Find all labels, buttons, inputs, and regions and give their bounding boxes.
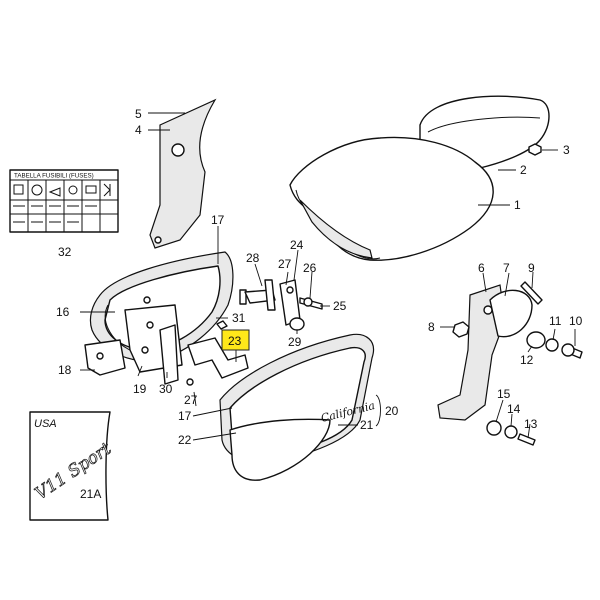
small-screws bbox=[143, 289, 247, 386]
callout-5: 5 bbox=[135, 107, 142, 121]
pin-9 bbox=[520, 281, 543, 305]
main-seat bbox=[289, 136, 494, 261]
right-side-cover-assembly: California bbox=[219, 333, 376, 481]
callout-25: 25 bbox=[333, 299, 347, 313]
fuse-table-title: TABELLA FUSIBILI (FUSES) bbox=[14, 173, 94, 180]
dashboard-icon bbox=[85, 185, 97, 194]
callout-numbers: 5 4 1 2 3 32 17 16 18 19 30 31 27 28 27 … bbox=[56, 107, 583, 501]
screw-25 bbox=[299, 297, 323, 310]
callout-11: 11 bbox=[549, 314, 562, 328]
callout-8: 8 bbox=[428, 320, 435, 334]
callout-17-lower: 17 bbox=[178, 409, 192, 423]
fuse-table-label: TABELLA FUSIBILI (FUSES) bbox=[9, 169, 119, 233]
callout-24: 24 bbox=[290, 238, 304, 252]
callout-15: 15 bbox=[497, 387, 511, 401]
callout-30: 30 bbox=[159, 382, 173, 396]
callout-16: 16 bbox=[56, 305, 70, 319]
callout-23: 23 bbox=[228, 334, 242, 348]
callout-27-upper: 27 bbox=[278, 257, 292, 271]
callout-1: 1 bbox=[514, 198, 521, 212]
callout-9: 9 bbox=[528, 261, 535, 275]
callout-10: 10 bbox=[569, 314, 583, 328]
callout-32: 32 bbox=[58, 245, 72, 259]
bracket-30 bbox=[159, 324, 179, 385]
battery-icon bbox=[13, 184, 24, 195]
leader-lines bbox=[80, 112, 576, 441]
callout-31: 31 bbox=[232, 311, 246, 325]
callout-14: 14 bbox=[507, 402, 521, 416]
callout-28: 28 bbox=[246, 251, 260, 265]
callout-19: 19 bbox=[133, 382, 147, 396]
callout-20: 20 bbox=[385, 404, 399, 418]
callout-12: 12 bbox=[520, 353, 534, 367]
bracket-23 bbox=[187, 337, 249, 379]
callout-3: 3 bbox=[563, 143, 570, 157]
callout-27-lower: 27 bbox=[184, 393, 198, 407]
ignition-icon bbox=[103, 183, 111, 197]
callout-7: 7 bbox=[503, 261, 510, 275]
callout-17-upper: 17 bbox=[211, 213, 225, 227]
usa-badge-panel: USA V11 Sport bbox=[29, 411, 115, 521]
callout-21A: 21A bbox=[80, 487, 101, 501]
highlight-box-23 bbox=[221, 329, 250, 351]
callout-21: 21 bbox=[360, 418, 374, 432]
bracket-28 bbox=[244, 279, 276, 311]
light-icon bbox=[68, 185, 78, 195]
usa-panel-frame bbox=[29, 411, 111, 521]
heel-guard-7 bbox=[489, 289, 533, 338]
nut-8 bbox=[452, 321, 470, 338]
grommet-29 bbox=[289, 317, 305, 331]
callout-29: 29 bbox=[288, 335, 302, 349]
callout-18: 18 bbox=[58, 363, 72, 377]
bolt-10 bbox=[561, 343, 583, 359]
side-cover-bracket-18 bbox=[84, 339, 126, 376]
callout-22: 22 bbox=[178, 433, 192, 447]
callout-4: 4 bbox=[135, 123, 142, 137]
callout-2: 2 bbox=[520, 163, 527, 177]
horn-icon bbox=[48, 187, 61, 197]
seat-screw-3 bbox=[528, 143, 542, 156]
frame-side-cover-upper bbox=[149, 98, 217, 249]
usa-label: USA bbox=[34, 418, 57, 430]
callout-13: 13 bbox=[524, 417, 538, 431]
callout-26: 26 bbox=[303, 261, 317, 275]
callout-6: 6 bbox=[478, 261, 485, 275]
lamp-icon bbox=[31, 184, 43, 196]
washer-11 bbox=[545, 338, 559, 352]
bush-12 bbox=[526, 331, 546, 349]
